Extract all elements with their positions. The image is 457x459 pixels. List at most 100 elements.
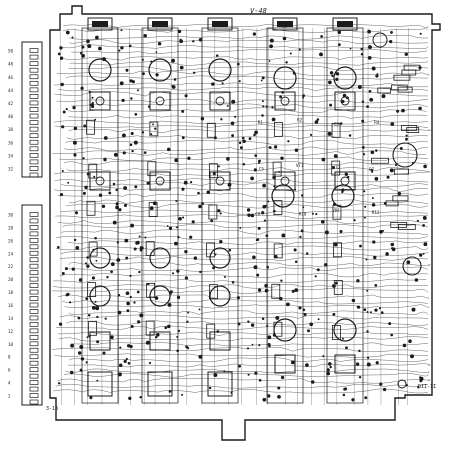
solder-pad [197,192,200,195]
connector-pin [30,94,38,98]
solder-pad [280,280,282,282]
solder-pad [122,82,124,84]
solder-pad [85,297,88,300]
solder-pad [372,240,375,243]
trace-line [61,252,428,257]
solder-pad [251,323,254,326]
solder-pad [211,82,214,85]
solder-pad [75,211,78,214]
solder-pad [254,372,257,375]
component-label: R10 [299,211,307,216]
solder-pad [215,254,217,256]
solder-pad [213,172,216,175]
solder-pad [335,78,338,81]
solder-pad [257,238,260,241]
connector-pin-number: 6 [8,368,11,373]
connector-pin [30,114,38,118]
trace-line [71,343,428,346]
solder-pad [137,291,140,294]
solder-pad [189,236,192,239]
resistor-block [146,242,154,256]
connector-pin-number: 42 [8,101,14,106]
solder-pad [405,52,408,55]
solder-pad [301,230,304,233]
trace-line [58,378,431,383]
solder-pad [267,394,270,397]
solder-pad [216,54,219,57]
solder-pad [247,208,250,211]
solder-pad [379,307,381,309]
solder-pad [170,290,173,293]
solder-pad [131,150,133,152]
solder-pad [273,210,276,213]
solder-pad [340,122,343,125]
solder-pad [366,105,369,108]
resistor-block [209,164,217,178]
solder-pad [63,111,66,114]
trace-line [64,147,428,151]
solder-pad [77,317,80,320]
connector-pin-number: 16 [8,303,14,308]
solder-pad [57,246,60,249]
solder-pad [181,110,184,113]
component-label: R7 [369,167,375,172]
trace-line [69,357,428,362]
solder-pad [389,40,392,43]
transistor-can [210,248,230,268]
solder-pad [154,128,156,130]
board-marking-top: V-48 [250,7,267,15]
solder-pad [74,239,76,241]
trace-line [63,224,428,228]
solder-pad [302,206,304,208]
solder-pad [198,355,202,359]
solder-pad [194,256,197,259]
solder-pad [224,276,226,278]
connector-pin-number: 22 [8,264,14,269]
connector-pin-number: 12 [8,329,14,334]
trimmer-square [150,92,170,110]
trace-line [63,24,428,28]
solder-pad [332,284,336,288]
solder-pad [341,191,343,193]
trace-line [55,124,428,127]
solder-pad [133,301,135,303]
component-label: R12 [372,210,380,215]
solder-pad [385,252,389,256]
connector-pin [30,271,38,275]
solder-pad [343,388,346,391]
solder-pad [115,189,117,191]
trace-line [53,284,428,288]
solder-pad [419,253,422,256]
connector-pin [30,153,38,157]
solder-pad [392,247,396,251]
solder-pad [152,123,154,125]
solder-pad [127,344,130,347]
trace-line [58,295,429,299]
small-component [386,201,398,206]
solder-pad [266,325,268,327]
solder-pad [84,186,87,189]
trace-line [54,83,428,87]
solder-pad [167,225,169,227]
solder-pad [258,227,261,230]
trace-line [56,236,428,240]
connector-pin [30,258,38,262]
solder-pad [368,56,372,60]
solder-pad [72,267,75,270]
solder-pad [139,396,141,398]
trace-line [65,267,428,271]
solder-pad [262,76,265,79]
connector-pin [30,297,38,301]
solder-pad [423,253,425,255]
solder-pad [294,189,296,191]
solder-pad [227,105,229,107]
solder-pad [275,316,279,320]
solder-pad [330,71,333,74]
solder-pad [118,50,120,52]
solder-pad [334,243,338,247]
solder-pad [110,270,113,273]
solder-pad [122,133,126,137]
solder-pad [98,47,102,51]
solder-pad [326,372,330,376]
